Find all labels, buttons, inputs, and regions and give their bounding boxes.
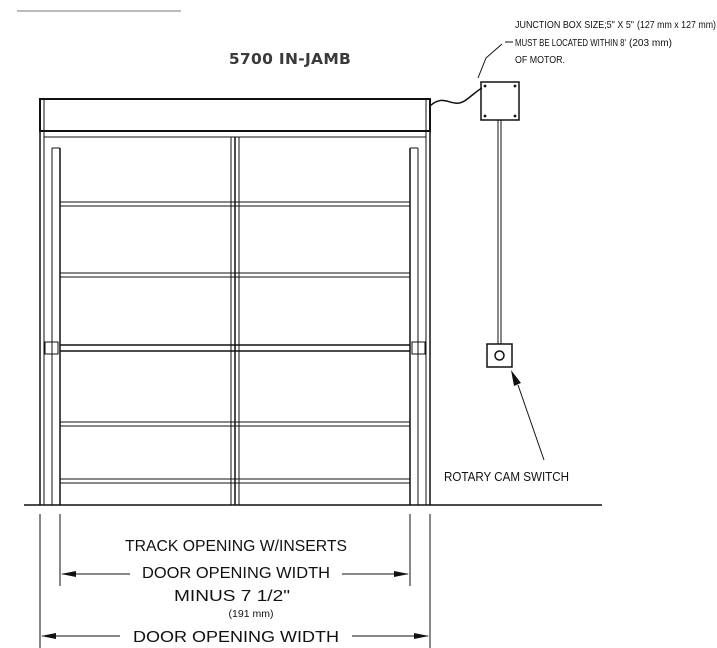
junction-box-note-line2-metric: (203 mm) <box>629 37 672 49</box>
door-opening-width-label: DOOR OPENING WIDTH <box>133 629 339 646</box>
panel-rails <box>60 201 410 484</box>
cam-switch-knob <box>494 350 505 361</box>
drawing-title: 5700 IN-JAMB <box>229 50 351 68</box>
junction-box-screw <box>513 84 517 88</box>
cam-switch-leader <box>517 384 545 461</box>
dimensions: TRACK OPENING W/INSERTS DOOR OPENING WID… <box>39 514 431 648</box>
track-dim-arrow-right <box>394 571 409 577</box>
junction-box-screw <box>513 114 517 118</box>
left-bracket <box>44 341 59 355</box>
track-opening-line3: MINUS 7 1/2" <box>174 588 290 605</box>
junction-box <box>480 81 520 121</box>
junction-box-screw <box>483 114 487 118</box>
rotary-cam-switch-label: ROTARY CAM SWITCH <box>444 470 569 484</box>
track-opening-metric: (191 mm) <box>229 608 274 620</box>
door-dim-arrow-left <box>41 633 56 639</box>
door-assembly <box>24 98 602 506</box>
cam-switch-leader-arrow <box>511 370 521 386</box>
junction-box-note-line1-metric: (127 mm x 127 mm) <box>637 19 716 31</box>
track-opening-line1: TRACK OPENING W/INSERTS <box>125 538 347 555</box>
junction-box-screw <box>483 84 487 88</box>
track-dim-arrow-left <box>61 571 76 577</box>
junction-box-note-line3: OF MOTOR. <box>515 54 565 66</box>
door-dim-arrow-right <box>414 633 429 639</box>
junction-box-leader <box>477 43 503 79</box>
motor-wire <box>429 87 483 107</box>
right-bracket <box>411 341 426 355</box>
header-box <box>39 98 431 132</box>
junction-box-note-line2: MUST BE LOCATED WITHIN 8' <box>515 37 626 49</box>
junction-box-note-line1: JUNCTION BOX SIZE;5" X 5" <box>515 19 634 31</box>
rotary-cam-switch <box>486 343 513 368</box>
track-opening-line2: DOOR OPENING WIDTH <box>142 565 330 582</box>
junction-box-note: JUNCTION BOX SIZE;5" X 5" (127 mm x 127 … <box>505 19 716 66</box>
